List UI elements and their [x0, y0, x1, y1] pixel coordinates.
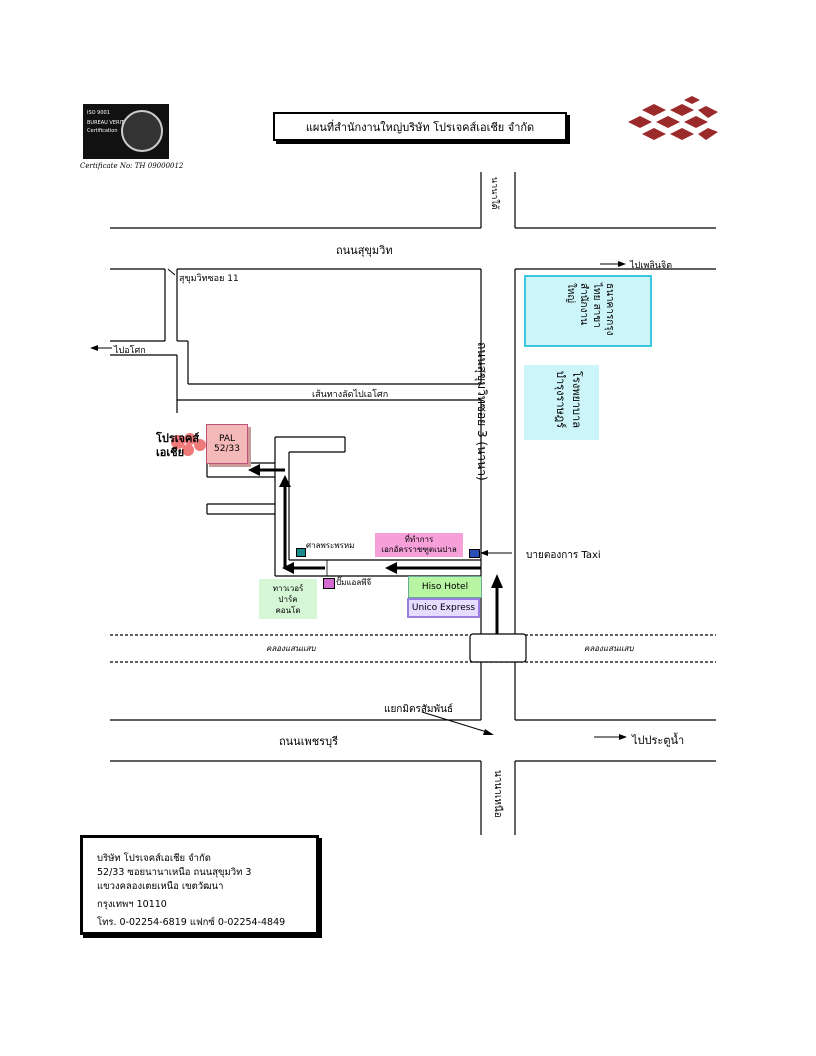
direction-to-ploenchit: ไปเพลินจิต [630, 261, 673, 271]
hospital-label: โรงพยาบาลบำรุงราษฎร์ [554, 371, 583, 429]
pal-line2: 52/33 [214, 444, 240, 454]
direction-to-pratunam: ไปประตูน้ำ [632, 734, 685, 747]
cert-logo-line3: Certification [87, 128, 118, 134]
road-soi-11: สุขุมวิทซอย 11 [179, 274, 239, 284]
road-nana-bottom: นานาเหนือ [492, 770, 503, 818]
gas-pump-icon [323, 578, 335, 589]
address-box: บริษัท โปรเจคส์เอเชีย จำกัด 52/33 ซอยนาน… [80, 835, 319, 935]
company-marker-icon [171, 433, 206, 456]
bank-krungthai: ธนาคารกรุงไทย สาขาสำนักงานใหญ่ [524, 275, 652, 347]
address-line4: กรุงเทพฯ 10110 [97, 899, 167, 910]
company-label: โปรเจคส์ เอเชีย [156, 432, 200, 459]
pump-label: ปั๊มแอลพีจี [336, 578, 372, 587]
road-phetchaburi: ถนนเพชรบุรี [279, 735, 338, 748]
intersection-label: แยกมิตรสัมพันธ์ [384, 704, 454, 715]
company-logo-icon [628, 96, 718, 140]
nepal-embassy: ที่ทำการ เอกอัครราชฑูตเนปาล [375, 533, 463, 557]
pal-line1: PAL [218, 434, 236, 444]
shrine-label: ศาลพระพรหม [306, 541, 355, 550]
bank-label: ธนาคารกรุงไทย สาขาสำนักงานใหญ่ [565, 283, 615, 336]
unico-express: Unico Express [407, 598, 480, 618]
bureau-veritas-seal-icon [121, 110, 163, 152]
canal-right: คลองแสนแสบ [584, 644, 634, 653]
cert-logo-line2: BUREAU VERITAS [87, 120, 131, 126]
road-sukhumvit: ถนนสุขุมวิท [336, 244, 393, 257]
address-line3: แขวงคลองเตยเหนือ เขตวัฒนา [97, 881, 224, 892]
bureau-veritas-logo: ISO 9001 BUREAU VERITAS Certification [83, 104, 169, 159]
road-nana-top: นานาใต้ [489, 177, 499, 210]
address-line5: โทร. 0-02254-6819 แฟกซ์ 0-02254-4849 [97, 917, 286, 928]
road-nana-north: ถนนสุขุมวิทซอย 3 (นานา) [475, 342, 489, 481]
shrine-icon [296, 548, 306, 557]
hospital-bumrungrad: โรงพยาบาลบำรุงราษฎร์ [524, 365, 599, 440]
taxi-stop-icon [469, 549, 480, 558]
address-line1: บริษัท โปรเจคส์เอเชีย จำกัด [97, 853, 211, 864]
tower-line1: ทาวเวอร์ [272, 583, 304, 593]
taxi-label: บายตองการ Taxi [526, 550, 601, 561]
cert-logo-line1: ISO 9001 [87, 110, 110, 116]
embassy-line2: เอกอัครราชฑูตเนปาล [381, 545, 457, 554]
tower-park-condo: ทาวเวอร์ ปาร์ค คอนโด [259, 579, 317, 619]
road-shortcut: เส้นทางลัดไปเอโศก [312, 390, 389, 400]
certificate-number: Certificate No: TH 09000012 [80, 162, 184, 170]
pal-building: PAL 52/33 [206, 424, 248, 464]
embassy-line1: ที่ทำการ [404, 535, 434, 544]
tower-line3: คอนโด [275, 605, 301, 615]
direction-to-asok: ไปอโศก [114, 346, 146, 356]
page-title-text: แผนที่สำนักงานใหญ่บริษัท โปรเจคส์เอเชีย … [305, 120, 535, 134]
page-title: แผนที่สำนักงานใหญ่บริษัท โปรเจคส์เอเชีย … [273, 112, 567, 141]
hiso-hotel: Hiso Hotel [408, 576, 482, 598]
tower-line2: ปาร์ค [278, 594, 298, 604]
address-line2: 52/33 ซอยนานาเหนือ ถนนสุขุมวิท 3 [97, 867, 252, 878]
canal-left: คลองแสนแสบ [266, 644, 316, 653]
